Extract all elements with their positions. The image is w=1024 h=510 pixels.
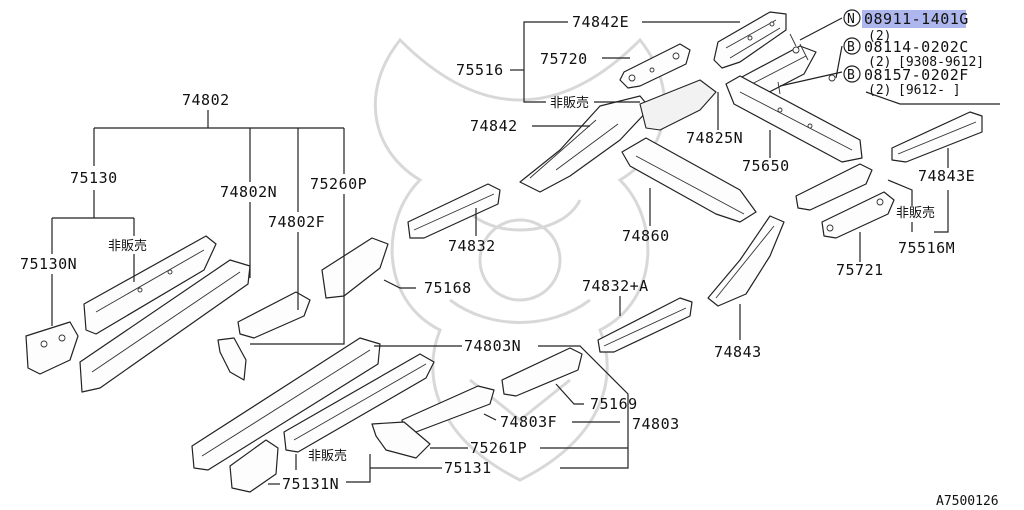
label-75131[interactable]: 75131 [444, 459, 492, 477]
part-75261P-shape [371, 421, 431, 459]
label-75516[interactable]: 75516 [456, 61, 504, 79]
label-75130[interactable]: 75130 [70, 169, 118, 187]
label-75650[interactable]: 75650 [742, 157, 790, 175]
label-75516M[interactable]: 75516M [898, 239, 955, 257]
label-not-for-sale-2: 非販売 [896, 205, 935, 221]
label-74843E[interactable]: 74843E [918, 167, 975, 185]
label-74860[interactable]: 74860 [622, 227, 670, 245]
label-75260P[interactable]: 75260P [310, 175, 367, 193]
part-75650-shape [725, 75, 863, 163]
part-75721-shape [821, 191, 895, 239]
fastener-symbol-1: N [847, 12, 855, 27]
part-75168-shape [321, 237, 389, 299]
fastener-qty-2: (2) [868, 55, 891, 70]
label-not-for-sale-4: 非販売 [308, 448, 347, 464]
part-74832-shape [407, 183, 501, 239]
part-74832A-shape [597, 297, 693, 353]
label-74802N[interactable]: 74802N [220, 183, 277, 201]
label-75261P[interactable]: 75261P [470, 439, 527, 457]
fastener-qty-3: (2) [868, 83, 891, 98]
label-not-for-sale-1: 非販売 [550, 95, 589, 111]
part-74842E-shape [713, 11, 787, 69]
label-74842[interactable]: 74842 [470, 117, 518, 135]
fastener-part-1[interactable]: 08911-1401G [864, 10, 969, 28]
fastener-symbol-2: B [847, 40, 855, 55]
part-labels: 74842E 75516 75720 非販売 74842 74825N 7565… [20, 13, 999, 509]
part-75169-shape [501, 347, 583, 397]
label-74832A[interactable]: 74832+A [582, 277, 649, 295]
part-75720-shape [619, 43, 691, 89]
label-74825N[interactable]: 74825N [686, 129, 743, 147]
fastener-range-3: [9612- ] [898, 83, 961, 98]
bolt-symbol-icon [843, 37, 861, 55]
label-75721[interactable]: 75721 [836, 261, 884, 279]
label-74802F[interactable]: 74802F [268, 213, 325, 231]
fastener-callouts: N 08911-1401G (2) B 08114-0202C (2) [930… [843, 9, 984, 98]
diagram-code: A7500126 [936, 494, 999, 509]
label-74803[interactable]: 74803 [632, 415, 680, 433]
label-74843[interactable]: 74843 [714, 343, 762, 361]
part-75130N-shape [25, 321, 79, 375]
label-75130N[interactable]: 75130N [20, 255, 77, 273]
fastener-part-3[interactable]: 08157-0202F [864, 66, 969, 84]
part-74802F-shape [237, 291, 311, 339]
label-not-for-sale-3: 非販売 [108, 238, 147, 254]
part-74843E-shape [891, 111, 983, 163]
label-74832[interactable]: 74832 [448, 237, 496, 255]
part-75131N-shape [229, 439, 279, 493]
part-74803F-shape [401, 385, 495, 433]
nut-symbol-icon [843, 9, 861, 27]
part-74860-shape [621, 137, 757, 223]
label-74842E[interactable]: 74842E [572, 13, 629, 31]
label-74802[interactable]: 74802 [182, 91, 230, 109]
label-74803N[interactable]: 74803N [464, 337, 521, 355]
part-75260P-shape [217, 337, 247, 381]
part-74802N-shape [79, 259, 251, 393]
fastener-symbol-3: B [847, 68, 855, 83]
part-74843-shape [707, 215, 785, 307]
label-74803F[interactable]: 74803F [500, 413, 557, 431]
label-75169[interactable]: 75169 [590, 395, 638, 413]
label-75720[interactable]: 75720 [540, 50, 588, 68]
part-74842-shape [519, 79, 717, 193]
highlight-box [862, 10, 966, 28]
part-74803N-shape [191, 337, 381, 471]
part-75516M-shape [795, 163, 873, 211]
fastener-range-2: [9308-9612] [898, 55, 984, 70]
label-75131N[interactable]: 75131N [282, 475, 339, 493]
label-75168[interactable]: 75168 [424, 279, 472, 297]
part-75131-shape [283, 353, 435, 453]
leader-lines [51, 17, 1000, 485]
bolt-symbol-icon [843, 65, 861, 83]
part-75130-shape [83, 235, 217, 335]
fastener-qty-1: (2) [868, 29, 891, 44]
fastener-part-2[interactable]: 08114-0202C [864, 38, 969, 56]
